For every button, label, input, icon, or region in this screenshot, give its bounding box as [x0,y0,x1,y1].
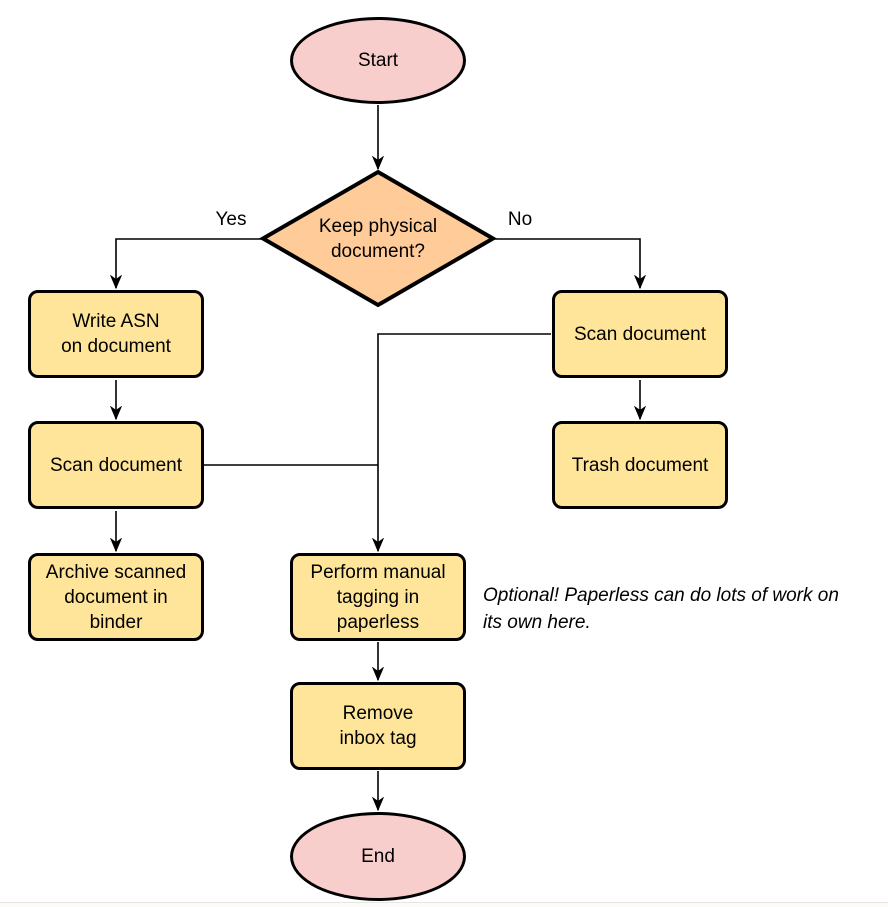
trash-document-node: Trash document [552,421,728,509]
decision-diamond-shape [259,169,497,308]
bottom-edge-divider [0,902,888,907]
optional-annotation: Optional! Paperless can do lots of work … [483,585,839,633]
yes-branch-label: Yes [215,209,247,230]
write-asn-node: Write ASN on document [28,290,204,378]
no-branch-label: No [507,209,533,230]
manual-tagging-node: Perform manual tagging in paperless [290,553,466,641]
edge-scan-right-to-tagging [378,333,551,551]
scan-document-right-label: Scan document [573,323,707,345]
archive-node: Archive scanned document in binder [28,553,204,641]
edge-decision-yes-to-write-asn [116,238,263,288]
remove-inbox-tag-label: Remove inbox tag [339,703,417,749]
decision-node: Keep physical document? [263,172,493,305]
archive-label: Archive scanned document in binder [45,561,187,633]
remove-inbox-tag-node: Remove inbox tag [290,682,466,770]
start-node: Start [290,17,466,104]
scan-document-left-node: Scan document [28,421,204,509]
scan-document-right-node: Scan document [552,290,728,378]
trash-document-label: Trash document [571,454,709,476]
manual-tagging-label: Perform manual tagging in paperless [310,561,446,633]
edge-decision-no-to-scan-right [493,238,640,288]
start-label: Start [357,50,399,71]
end-label: End [361,846,395,867]
decision-label: Keep physical document? [318,215,438,262]
scan-document-left-label: Scan document [49,454,183,476]
write-asn-label: Write ASN on document [61,311,171,357]
end-node: End [290,812,466,901]
